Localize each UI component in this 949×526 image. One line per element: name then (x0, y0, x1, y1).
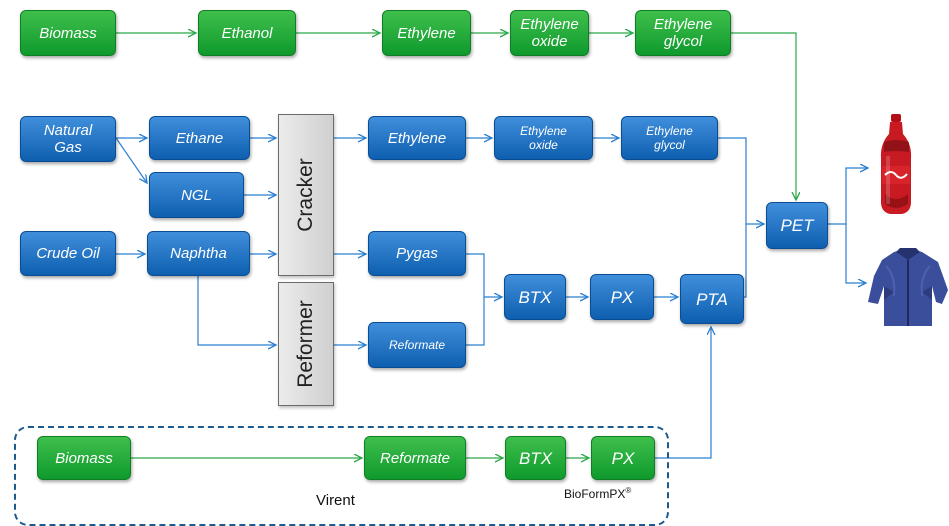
crude-oil-node: Crude Oil (20, 231, 116, 276)
px-blue-node: PX (590, 274, 654, 320)
cracker-label: Cracker (294, 158, 317, 232)
biomass-virent-node: Biomass (37, 436, 131, 480)
bioformpx-text: BioFormPX (564, 487, 626, 501)
ethylene-glycol-blue-node: Ethylene glycol (621, 116, 718, 160)
ethanol-node: Ethanol (198, 10, 296, 56)
ethylene-oxide-green-node: Ethylene oxide (510, 10, 589, 56)
registered-mark: ® (625, 486, 632, 495)
pta-node: PTA (680, 274, 744, 324)
ethylene-oxide-blue-node: Ethylene oxide (494, 116, 593, 160)
btx-blue-node: BTX (504, 274, 566, 320)
jacket-icon (868, 248, 948, 326)
pet-node: PET (766, 202, 828, 249)
bioformpx-label: BioFormPX® (564, 486, 631, 501)
ethylene-green-node: Ethylene (382, 10, 471, 56)
px-virent-node: PX (591, 436, 655, 480)
natural-gas-node: Natural Gas (20, 116, 116, 162)
reformate-blue-node: Reformate (368, 322, 466, 368)
btx-virent-node: BTX (505, 436, 566, 480)
pygas-node: Pygas (368, 231, 466, 276)
ethylene-glycol-green-node: Ethylene glycol (635, 10, 731, 56)
reformer-unit: Reformer (278, 282, 334, 406)
cracker-unit: Cracker (278, 114, 334, 276)
virent-label: Virent (316, 492, 355, 509)
flow-connectors (115, 0, 949, 513)
ngl-node: NGL (149, 172, 244, 218)
reformate-virent-node: Reformate (364, 436, 466, 480)
biomass-node: Biomass (20, 10, 116, 56)
reformer-label: Reformer (294, 300, 317, 388)
bottle-icon (880, 114, 912, 214)
naphtha-node: Naphtha (147, 231, 250, 276)
ethane-node: Ethane (149, 116, 250, 160)
ethylene-blue-node: Ethylene (368, 116, 466, 160)
